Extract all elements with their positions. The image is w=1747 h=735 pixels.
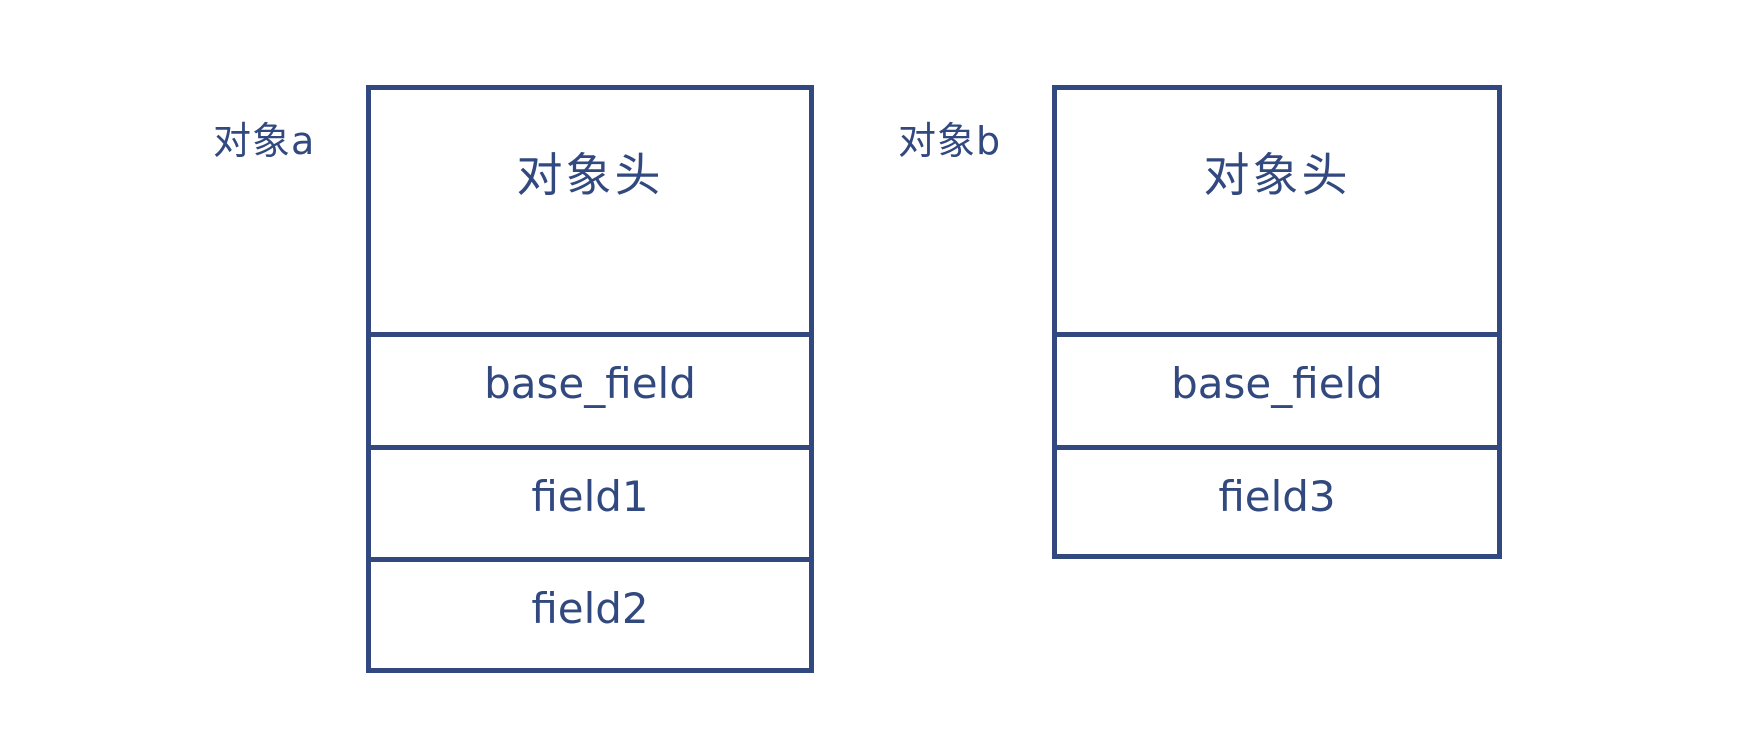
object-a-box: 对象头 base_field field1 field2 xyxy=(366,85,814,673)
object-a-field-field2: field2 xyxy=(371,557,809,668)
object-a-header-label: 对象头 xyxy=(516,148,664,202)
object-b-box: 对象头 base_field field3 xyxy=(1052,85,1502,559)
object-a-tag: 对象a xyxy=(213,119,316,163)
object-b-field-base-field-label: base_field xyxy=(1171,359,1383,408)
object-b-tag: 对象b xyxy=(898,119,1002,163)
object-a-field-field2-label: field2 xyxy=(531,584,649,633)
object-a-field-base-field-label: base_field xyxy=(484,359,696,408)
object-a-field-base-field: base_field xyxy=(371,332,809,445)
object-b-field-field3-label: field3 xyxy=(1218,472,1336,521)
object-b-header-label: 对象头 xyxy=(1203,148,1351,202)
object-b-header-cell: 对象头 xyxy=(1057,90,1497,332)
object-b-field-field3: field3 xyxy=(1057,445,1497,554)
object-b-field-base-field: base_field xyxy=(1057,332,1497,445)
object-a-field-field1-label: field1 xyxy=(531,472,649,521)
object-a-header-cell: 对象头 xyxy=(371,90,809,332)
object-a-field-field1: field1 xyxy=(371,445,809,557)
